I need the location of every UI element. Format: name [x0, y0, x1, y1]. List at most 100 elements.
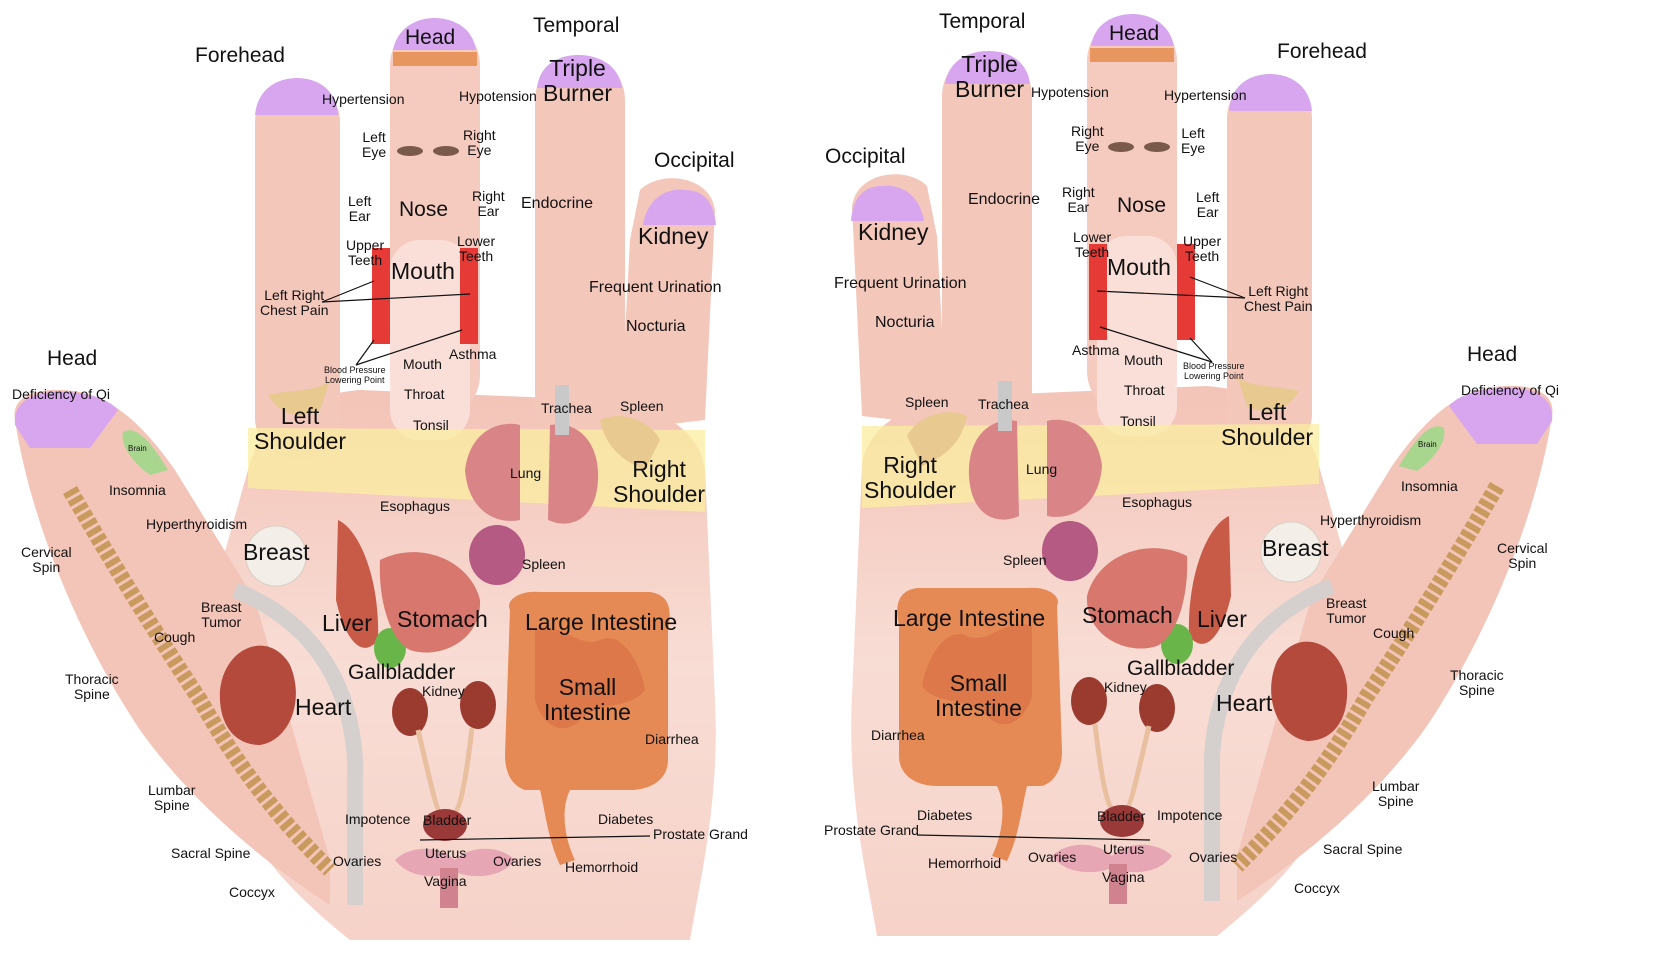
frequent-urination-label: Frequent Urination: [589, 279, 722, 296]
nocturia-label: Nocturia: [626, 318, 686, 335]
spleen-organ-label: Spleen: [1003, 553, 1047, 568]
uterus-label: Uterus: [425, 846, 466, 861]
large-intestine-label: Large Intestine: [525, 610, 677, 635]
coccyx-label: Coccyx: [229, 885, 275, 900]
occipital-label: Occipital: [654, 150, 735, 173]
left-ear-label: Left Ear: [348, 194, 371, 224]
nose-label: Nose: [399, 199, 448, 222]
thoracic-spine-label: Thoracic Spine: [1450, 668, 1504, 698]
esophagus-label: Esophagus: [1122, 495, 1192, 510]
left-shoulder-label: Left Shoulder: [1221, 400, 1313, 450]
coccyx-label: Coccyx: [1294, 881, 1340, 896]
asthma-label: Asthma: [449, 347, 496, 362]
hyperthyroidism-label: Hyperthyroidism: [146, 517, 247, 532]
mouth-label: Mouth: [1124, 353, 1163, 368]
tonsil-label: Tonsil: [413, 418, 449, 433]
ovaries-right-label: Ovaries: [1189, 850, 1237, 865]
lung-label: Lung: [510, 466, 541, 481]
lower-teeth-label: Lower Teeth: [1073, 230, 1111, 260]
cough-label: Cough: [154, 630, 195, 645]
insomnia-label: Insomnia: [1401, 479, 1458, 494]
heart-label: Heart: [295, 695, 351, 720]
hypertension-label: Hypertension: [322, 92, 405, 107]
breast-tumor-label: Breast Tumor: [201, 600, 241, 630]
chest-pain-label: Left Right Chest Pain: [260, 288, 328, 318]
lumbar-spine-label: Lumbar Spine: [1372, 779, 1419, 809]
triple-burner-label: Triple Burner: [955, 52, 1024, 102]
spleen-organ-label: Spleen: [522, 557, 566, 572]
prostate-grand-label: Prostate Grand: [824, 823, 919, 838]
thumb-head-label: Head: [1467, 344, 1517, 367]
liver-label: Liver: [322, 611, 372, 636]
deficiency-of-qi-label: Deficiency of Qi: [1461, 383, 1559, 398]
mouth-big-label: Mouth: [1107, 255, 1171, 280]
throat-label: Throat: [404, 387, 444, 402]
hypertension-label: Hypertension: [1164, 88, 1247, 103]
frequent-urination-label: Frequent Urination: [834, 275, 967, 292]
right-eye-label: Right Eye: [1071, 124, 1104, 154]
head-label: Head: [1109, 23, 1159, 46]
ovaries-left-label: Ovaries: [1028, 850, 1076, 865]
impotence-label: Impotence: [345, 812, 410, 827]
small-intestine-label: Small Intestine: [544, 675, 631, 725]
cough-label: Cough: [1373, 626, 1414, 641]
left-eye-label: Left Eye: [362, 130, 386, 160]
spleen-top-label: Spleen: [620, 399, 664, 414]
sacral-spine-label: Sacral Spine: [171, 846, 250, 861]
brain-label: Brain: [1418, 441, 1437, 450]
insomnia-label: Insomnia: [109, 483, 166, 498]
large-intestine-label: Large Intestine: [893, 606, 1045, 631]
left-shoulder-label: Left Shoulder: [254, 404, 346, 454]
cervical-spin-label: Cervical Spin: [21, 545, 72, 575]
thumb-head-label: Head: [47, 348, 97, 371]
stomach-label: Stomach: [397, 607, 488, 632]
breast-tumor-label: Breast Tumor: [1326, 596, 1366, 626]
lumbar-spine-label: Lumbar Spine: [148, 783, 195, 813]
nose-label: Nose: [1117, 195, 1166, 218]
diarrhea-label: Diarrhea: [871, 728, 925, 743]
cervical-spin-label: Cervical Spin: [1497, 541, 1548, 571]
thoracic-spine-label: Thoracic Spine: [65, 672, 119, 702]
forehead-label: Forehead: [1277, 41, 1367, 64]
hemorrhoid-label: Hemorrhoid: [928, 856, 1001, 871]
esophagus-label: Esophagus: [380, 499, 450, 514]
trachea-label: Trachea: [541, 401, 592, 416]
throat-label: Throat: [1124, 383, 1164, 398]
sacral-spine-label: Sacral Spine: [1323, 842, 1402, 857]
hypotension-label: Hypotension: [1031, 85, 1109, 100]
endocrine-label: Endocrine: [968, 191, 1040, 208]
vagina-label: Vagina: [1102, 870, 1145, 885]
tonsil-label: Tonsil: [1120, 414, 1156, 429]
heart-label: Heart: [1216, 691, 1272, 716]
right-ear-label: Right Ear: [472, 189, 505, 219]
kidney-finger-label: Kidney: [638, 224, 708, 249]
kidney-small-label: Kidney: [1104, 680, 1147, 695]
diabetes-label: Diabetes: [598, 812, 653, 827]
forehead-label: Forehead: [195, 45, 285, 68]
bladder-label: Bladder: [423, 813, 471, 828]
upper-teeth-label: Upper Teeth: [346, 238, 384, 268]
nocturia-label: Nocturia: [875, 314, 935, 331]
upper-teeth-label: Upper Teeth: [1183, 234, 1221, 264]
impotence-label: Impotence: [1157, 808, 1222, 823]
endocrine-label: Endocrine: [521, 195, 593, 212]
right-ear-label: Right Ear: [1062, 185, 1095, 215]
blood-pressure-label: Blood Pressure Lowering Point: [1183, 362, 1245, 381]
mouth-label: Mouth: [403, 357, 442, 372]
hypotension-label: Hypotension: [459, 89, 537, 104]
kidney-small-label: Kidney: [422, 684, 465, 699]
small-intestine-label: Small Intestine: [935, 671, 1022, 721]
stomach-label: Stomach: [1082, 603, 1173, 628]
right-shoulder-label: Right Shoulder: [613, 457, 705, 507]
blood-pressure-label: Blood Pressure Lowering Point: [324, 366, 386, 385]
hemorrhoid-label: Hemorrhoid: [565, 860, 638, 875]
ovaries-left-label: Ovaries: [333, 854, 381, 869]
head-label: Head: [405, 27, 455, 50]
right-eye-label: Right Eye: [463, 128, 496, 158]
occipital-label: Occipital: [825, 146, 906, 169]
liver-label: Liver: [1197, 607, 1247, 632]
temporal-label: Temporal: [533, 15, 619, 38]
vagina-label: Vagina: [424, 874, 467, 889]
left-eye-label: Left Eye: [1181, 126, 1205, 156]
